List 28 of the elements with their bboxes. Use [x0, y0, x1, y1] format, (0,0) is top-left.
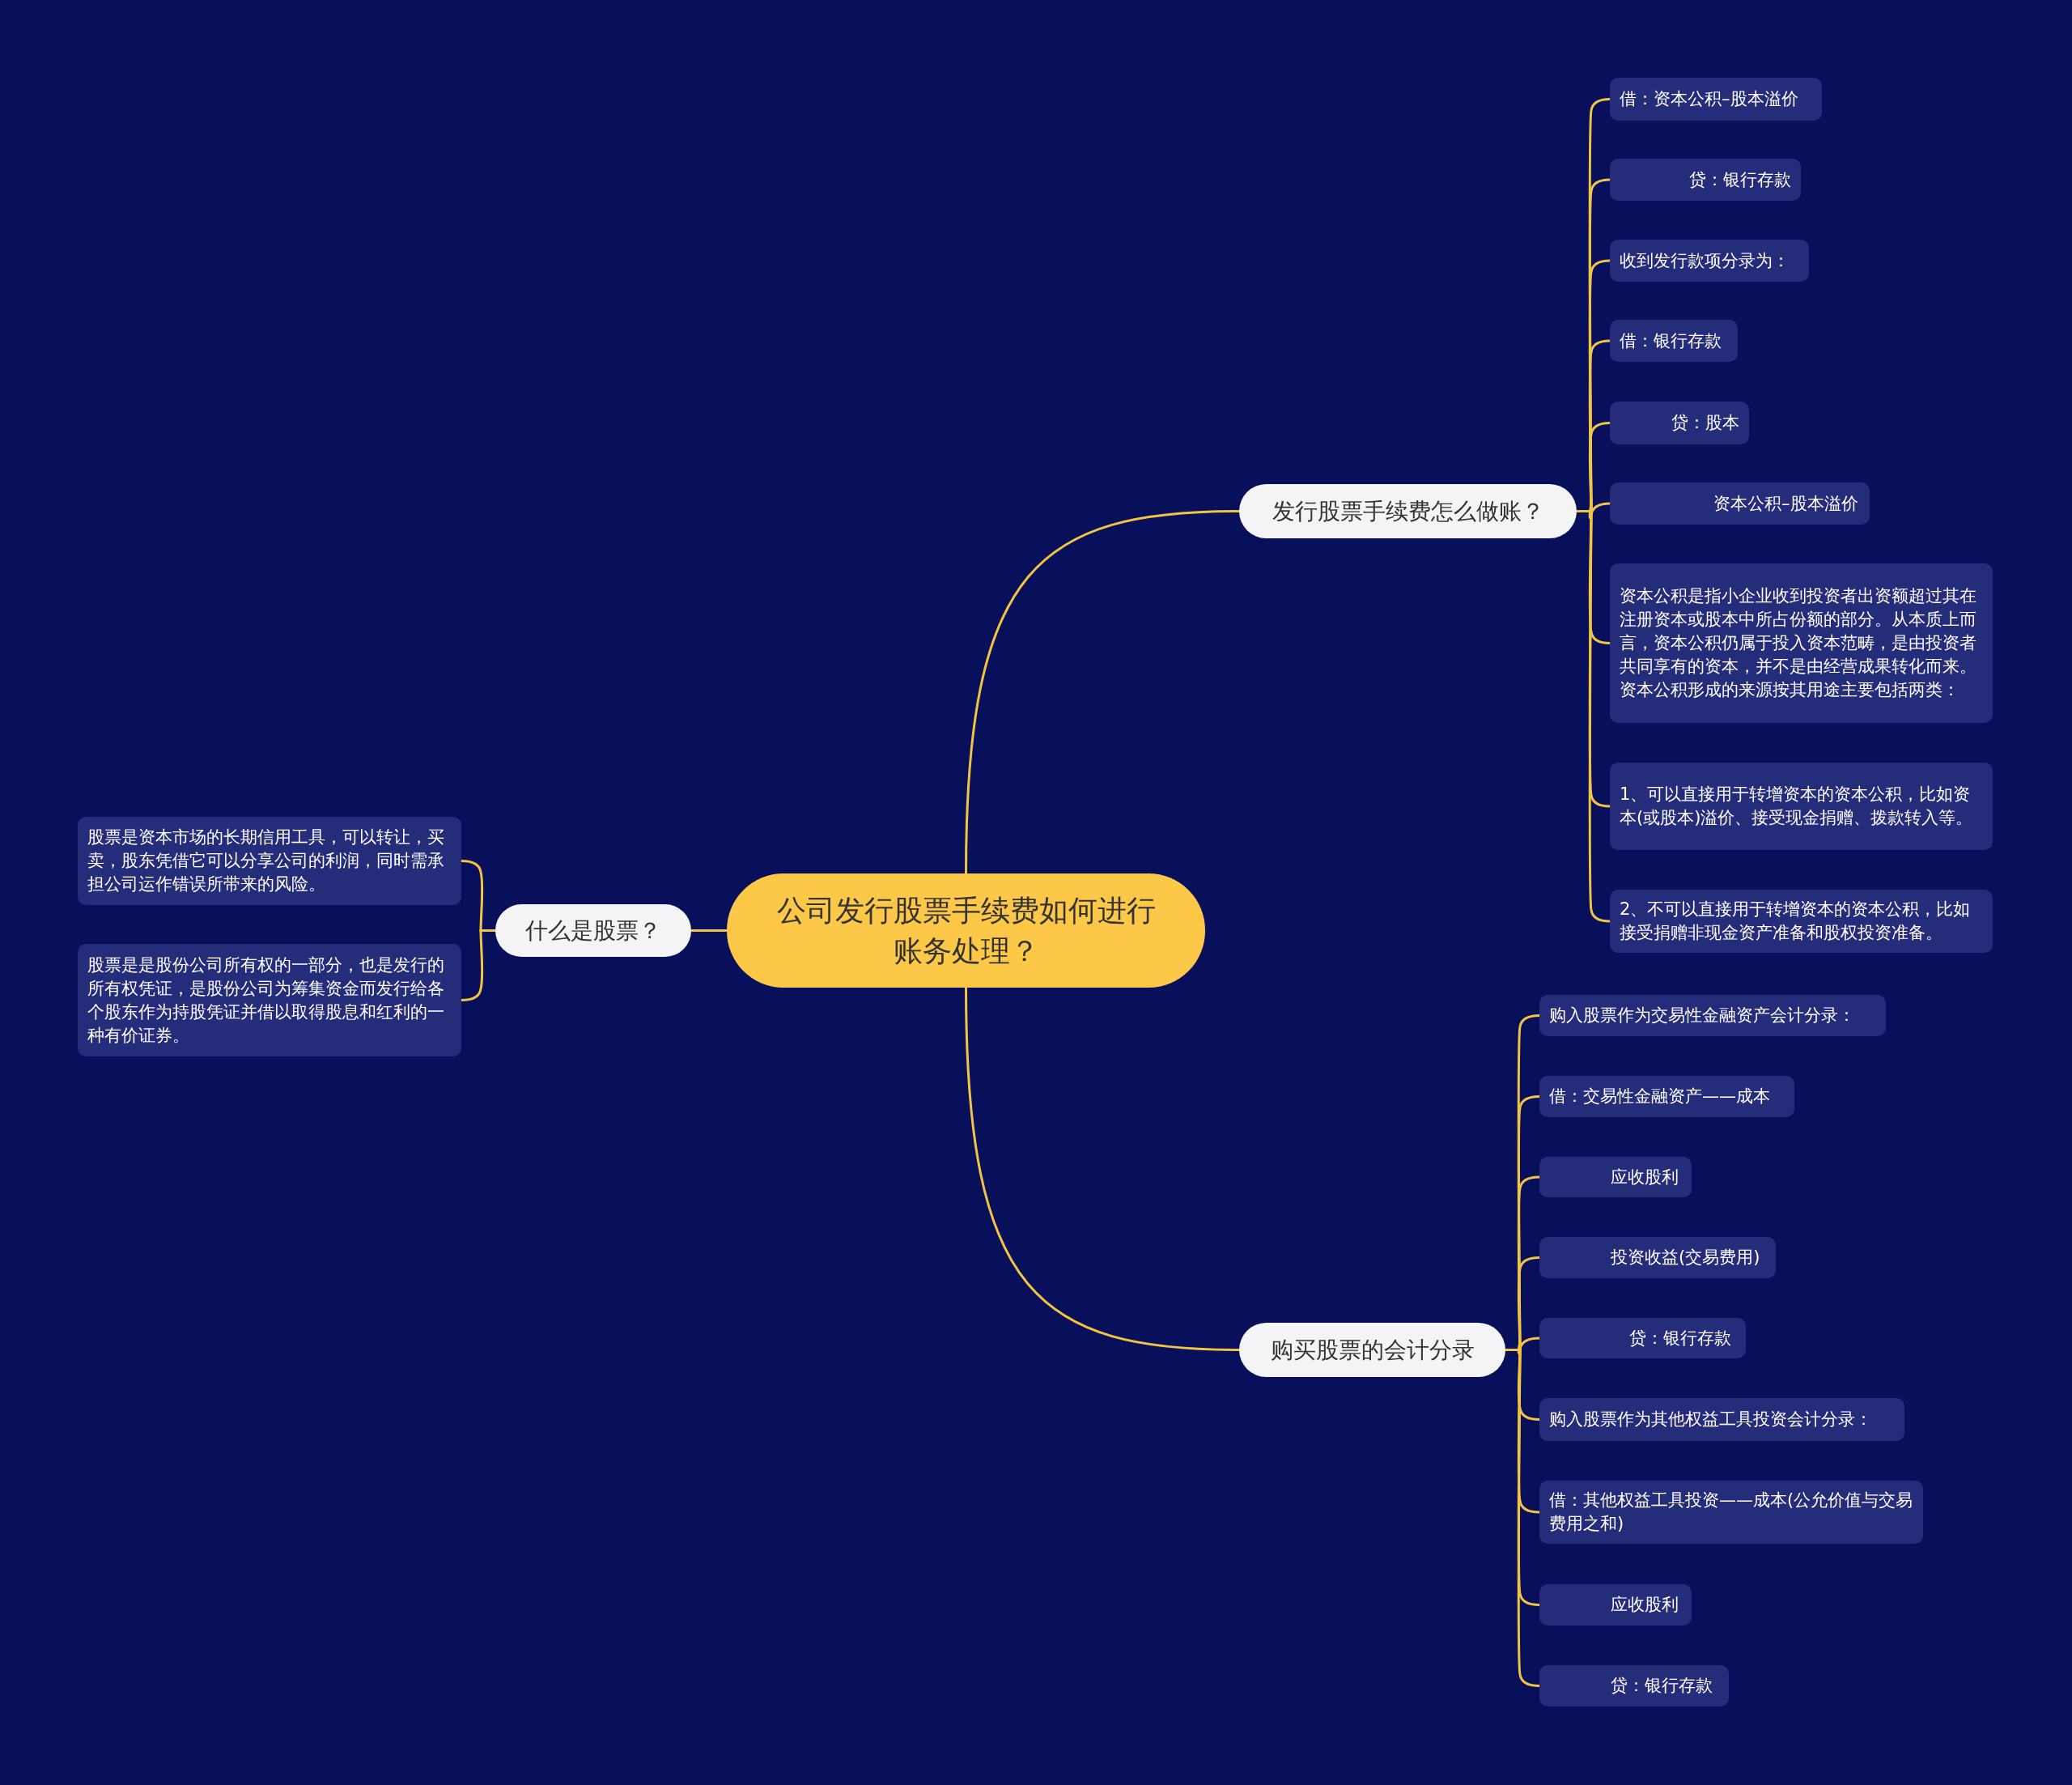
note-box: 借：资本公积–股本溢价 [1610, 78, 1822, 121]
topic-box: 购买股票的会计分录 [1239, 1323, 1505, 1377]
note-box: 资本公积–股本溢价 [1610, 482, 1870, 525]
central-topic-box: 公司发行股票手续费如何进行账务处理？ [727, 873, 1205, 988]
connector-line [1505, 1349, 1540, 1687]
note-box: 股票是是股份公司所有权的一部分，也是发行的所有权凭证，是股份公司为筹集资金而发行给各个股东作为持股凭证并借以取得股息和红利的一种有价证券。 [78, 944, 461, 1056]
note-box: 贷：银行存款 [1610, 159, 1801, 201]
note-box: 购入股票作为交易性金融资产会计分录： [1539, 995, 1886, 1036]
note-box: 投资收益(交易费用) [1539, 1237, 1776, 1278]
connector-line [691, 929, 727, 932]
connector-line [965, 510, 1240, 874]
note-box: 借：交易性金融资产——成本 [1539, 1076, 1794, 1117]
note-box: 借：其他权益工具投资——成本(公允价值与交易费用之和) [1539, 1481, 1923, 1544]
note-box: 贷：银行存款 [1539, 1318, 1746, 1358]
note-box: 资本公积是指小企业收到投资者出资额超过其在注册资本或股本中所占份额的部分。从本质上而言，资本公积仍属于投入资本范畴，是由投资者共同享有的资本，并不是由经营成果转化而来。资本公积形成的来源按其用途主要包括两类： [1610, 563, 1993, 723]
note-box: 1、可以直接用于转增资本的资本公积，比如资本(或股本)溢价、接受现金捐赠、拨款转入等。 [1610, 763, 1993, 850]
topic-box: 发行股票手续费怎么做账？ [1239, 484, 1577, 538]
note-box: 购入股票作为其他权益工具投资会计分录： [1539, 1398, 1904, 1441]
note-box: 股票是资本市场的长期信用工具，可以转让，买卖，股东凭借它可以分享公司的利润，同时需承担公司运作错误所带来的风险。 [78, 817, 461, 905]
note-box: 贷：股本 [1610, 402, 1749, 444]
note-box: 收到发行款项分录为： [1610, 240, 1809, 282]
note-box: 借：银行存款 [1610, 320, 1738, 362]
note-box: 应收股利 [1539, 1157, 1692, 1197]
connector-line [965, 987, 1240, 1351]
note-box: 贷：银行存款 [1539, 1665, 1729, 1706]
note-box: 应收股利 [1539, 1584, 1692, 1626]
topic-box: 什么是股票？ [495, 904, 691, 957]
note-box: 2、不可以直接用于转增资本的资本公积，比如接受捐赠非现金资产准备和股权投资准备。 [1610, 890, 1993, 953]
